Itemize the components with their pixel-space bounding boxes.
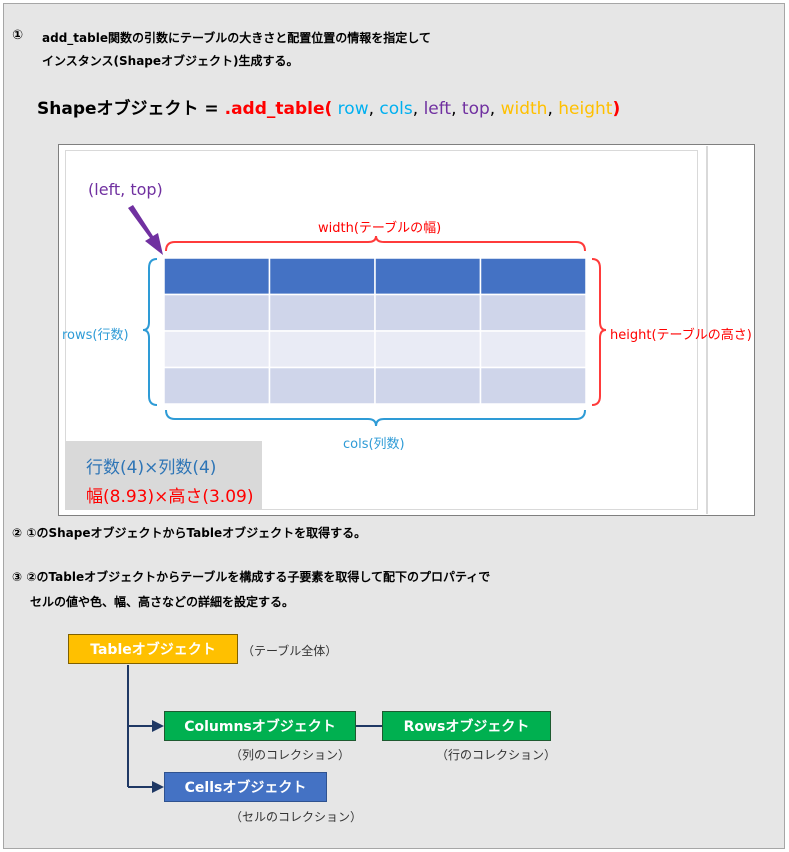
table-object-box: Tableオブジェクト — [68, 634, 238, 664]
summary-size: 幅(8.93)×高さ(3.09) — [86, 487, 254, 507]
rows-bracket — [142, 258, 158, 406]
columns-object-box: Columnsオブジェクト — [164, 711, 356, 741]
rows-object-note: （行のコレクション） — [436, 748, 557, 762]
table-header-cell — [374, 257, 482, 296]
formula-method: .add_table( — [224, 99, 333, 119]
table-cell — [163, 330, 271, 369]
table-header-cell — [163, 257, 271, 296]
table-cell — [268, 293, 376, 332]
table-cell — [163, 293, 271, 332]
cols-label: cols(列数) — [343, 437, 405, 452]
rows-label: rows(行数) — [62, 328, 129, 343]
step1-line1: add_table関数の引数にテーブルの大きさと配置位置の情報を指定して — [42, 31, 431, 45]
arrow-columns-icon — [152, 720, 164, 732]
table-grid — [163, 257, 587, 405]
table-cell — [479, 293, 587, 332]
table-object-note: （テーブル全体） — [242, 644, 338, 658]
columns-object-note: （列のコレクション） — [230, 748, 351, 762]
arrow-cells-icon — [152, 781, 164, 793]
table-cell — [479, 366, 587, 405]
formula-sep: , — [368, 99, 380, 119]
step1-line2: インスタンス(Shapeオブジェクト)生成する。 — [42, 54, 299, 68]
slide-sidebar — [706, 146, 753, 514]
left-top-label: (left, top) — [88, 180, 163, 199]
table-header-cell — [479, 257, 587, 296]
step1-number: ① — [12, 28, 24, 43]
formula-arg-height: height — [558, 99, 613, 119]
formula-arg-left: left — [423, 99, 452, 119]
formula-close: ) — [612, 99, 621, 119]
formula-sep: , — [412, 99, 424, 119]
summary-box: 行数(4)×列数(4) 幅(8.93)×高さ(3.09) — [66, 441, 262, 509]
cells-object-box: Cellsオブジェクト — [164, 772, 327, 802]
formula-arg-row: row — [332, 99, 369, 119]
formula: Shapeオブジェクト = .add_table( row, cols, lef… — [37, 94, 620, 119]
formula-sep: , — [547, 99, 559, 119]
height-bracket — [591, 258, 607, 406]
summary-rows-cols: 行数(4)×列数(4) — [86, 458, 217, 478]
formula-lhs: Shapeオブジェクト = — [37, 99, 225, 119]
cols-bracket — [165, 409, 586, 427]
width-bracket — [165, 235, 586, 252]
table-cell — [268, 366, 376, 405]
table-cell — [268, 330, 376, 369]
table-cell — [374, 366, 482, 405]
table-cell — [374, 330, 482, 369]
formula-sep: , — [451, 99, 462, 119]
step3-line1: ③ ②のTableオブジェクトからテーブルを構成する子要素を取得して配下のプロパ… — [12, 570, 491, 584]
table-cell — [374, 293, 482, 332]
formula-arg-cols: cols — [379, 99, 413, 119]
width-label: width(テーブルの幅) — [318, 221, 442, 236]
table-cell — [163, 366, 271, 405]
left-top-arrow-icon — [128, 205, 163, 255]
step2-text: ② ①のShapeオブジェクトからTableオブジェクトを取得する。 — [12, 526, 367, 540]
rows-object-box: Rowsオブジェクト — [382, 711, 551, 741]
height-label: height(テーブルの高さ) — [610, 328, 752, 343]
step3-line2: セルの値や色、幅、高さなどの詳細を設定する。 — [30, 595, 295, 609]
formula-arg-width: width — [500, 99, 548, 119]
cells-object-note: （セルのコレクション） — [230, 810, 363, 824]
formula-arg-top: top — [461, 99, 490, 119]
formula-sep: , — [489, 99, 501, 119]
